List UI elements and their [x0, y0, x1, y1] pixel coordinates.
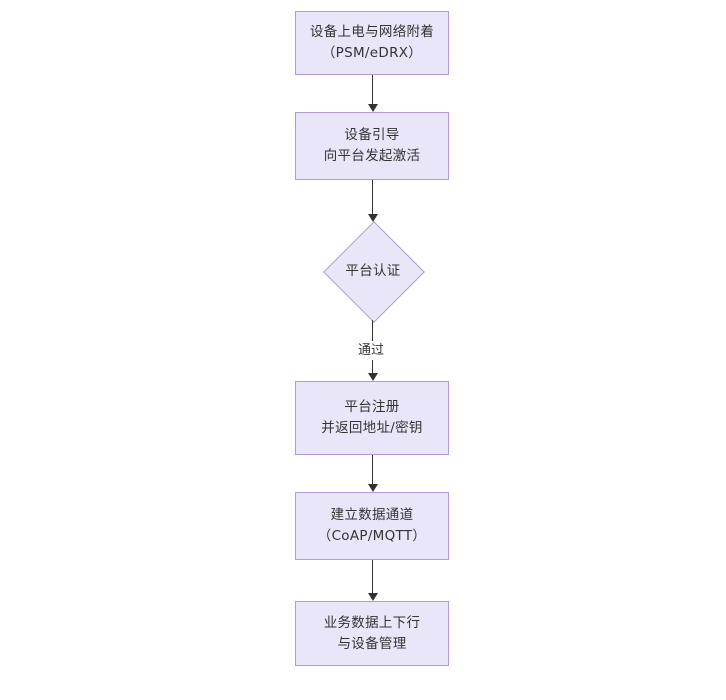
- edge-shaft: [372, 75, 374, 104]
- edge-shaft: [372, 560, 374, 593]
- flow-node-label-line1: 设备上电与网络附着: [309, 24, 435, 40]
- edge-shaft: [372, 455, 374, 484]
- flow-edge-1: [367, 75, 378, 112]
- flow-node-platform-auth[interactable]: 平台认证: [323, 221, 425, 323]
- edge-shaft: [372, 180, 374, 214]
- arrowhead-icon: [367, 593, 378, 601]
- arrowhead-icon: [367, 484, 378, 492]
- flow-node-label-line2: 与设备管理: [337, 635, 407, 652]
- flow-node-power-on[interactable]: 设备上电与网络附着 （PSM/eDRX）: [295, 11, 449, 75]
- flow-node-label-line1: 建立数据通道: [330, 507, 414, 523]
- flow-node-platform-register[interactable]: 平台注册 并返回地址/密钥: [295, 381, 449, 455]
- flow-node-data-channel[interactable]: 建立数据通道 （CoAP/MQTT）: [295, 492, 449, 560]
- flow-node-label-line1: 平台认证: [345, 262, 401, 279]
- flow-node-label-line2: （PSM/eDRX）: [321, 45, 423, 61]
- flow-node-label-line2: 向平台发起激活: [323, 148, 421, 164]
- flow-edge-4: [367, 455, 378, 492]
- flow-node-device-bootstrap[interactable]: 设备引导 向平台发起激活: [295, 112, 449, 180]
- flow-node-label-line1: 平台注册: [344, 399, 400, 415]
- flow-node-business-data[interactable]: 业务数据上下行 与设备管理: [295, 601, 449, 666]
- flow-node-label-line2: 并返回地址/密钥: [321, 420, 423, 436]
- flow-node-label-line1: 设备引导: [344, 127, 400, 143]
- flow-edge-2: [367, 180, 378, 222]
- flow-edge-label-pass: 通过: [355, 341, 388, 360]
- flow-node-label-line1: 业务数据上下行: [323, 614, 421, 631]
- arrowhead-icon: [367, 214, 378, 222]
- flow-edge-5: [367, 560, 378, 601]
- flow-node-label-line2: （CoAP/MQTT）: [317, 528, 427, 544]
- arrowhead-icon: [367, 104, 378, 112]
- arrowhead-icon: [367, 373, 378, 381]
